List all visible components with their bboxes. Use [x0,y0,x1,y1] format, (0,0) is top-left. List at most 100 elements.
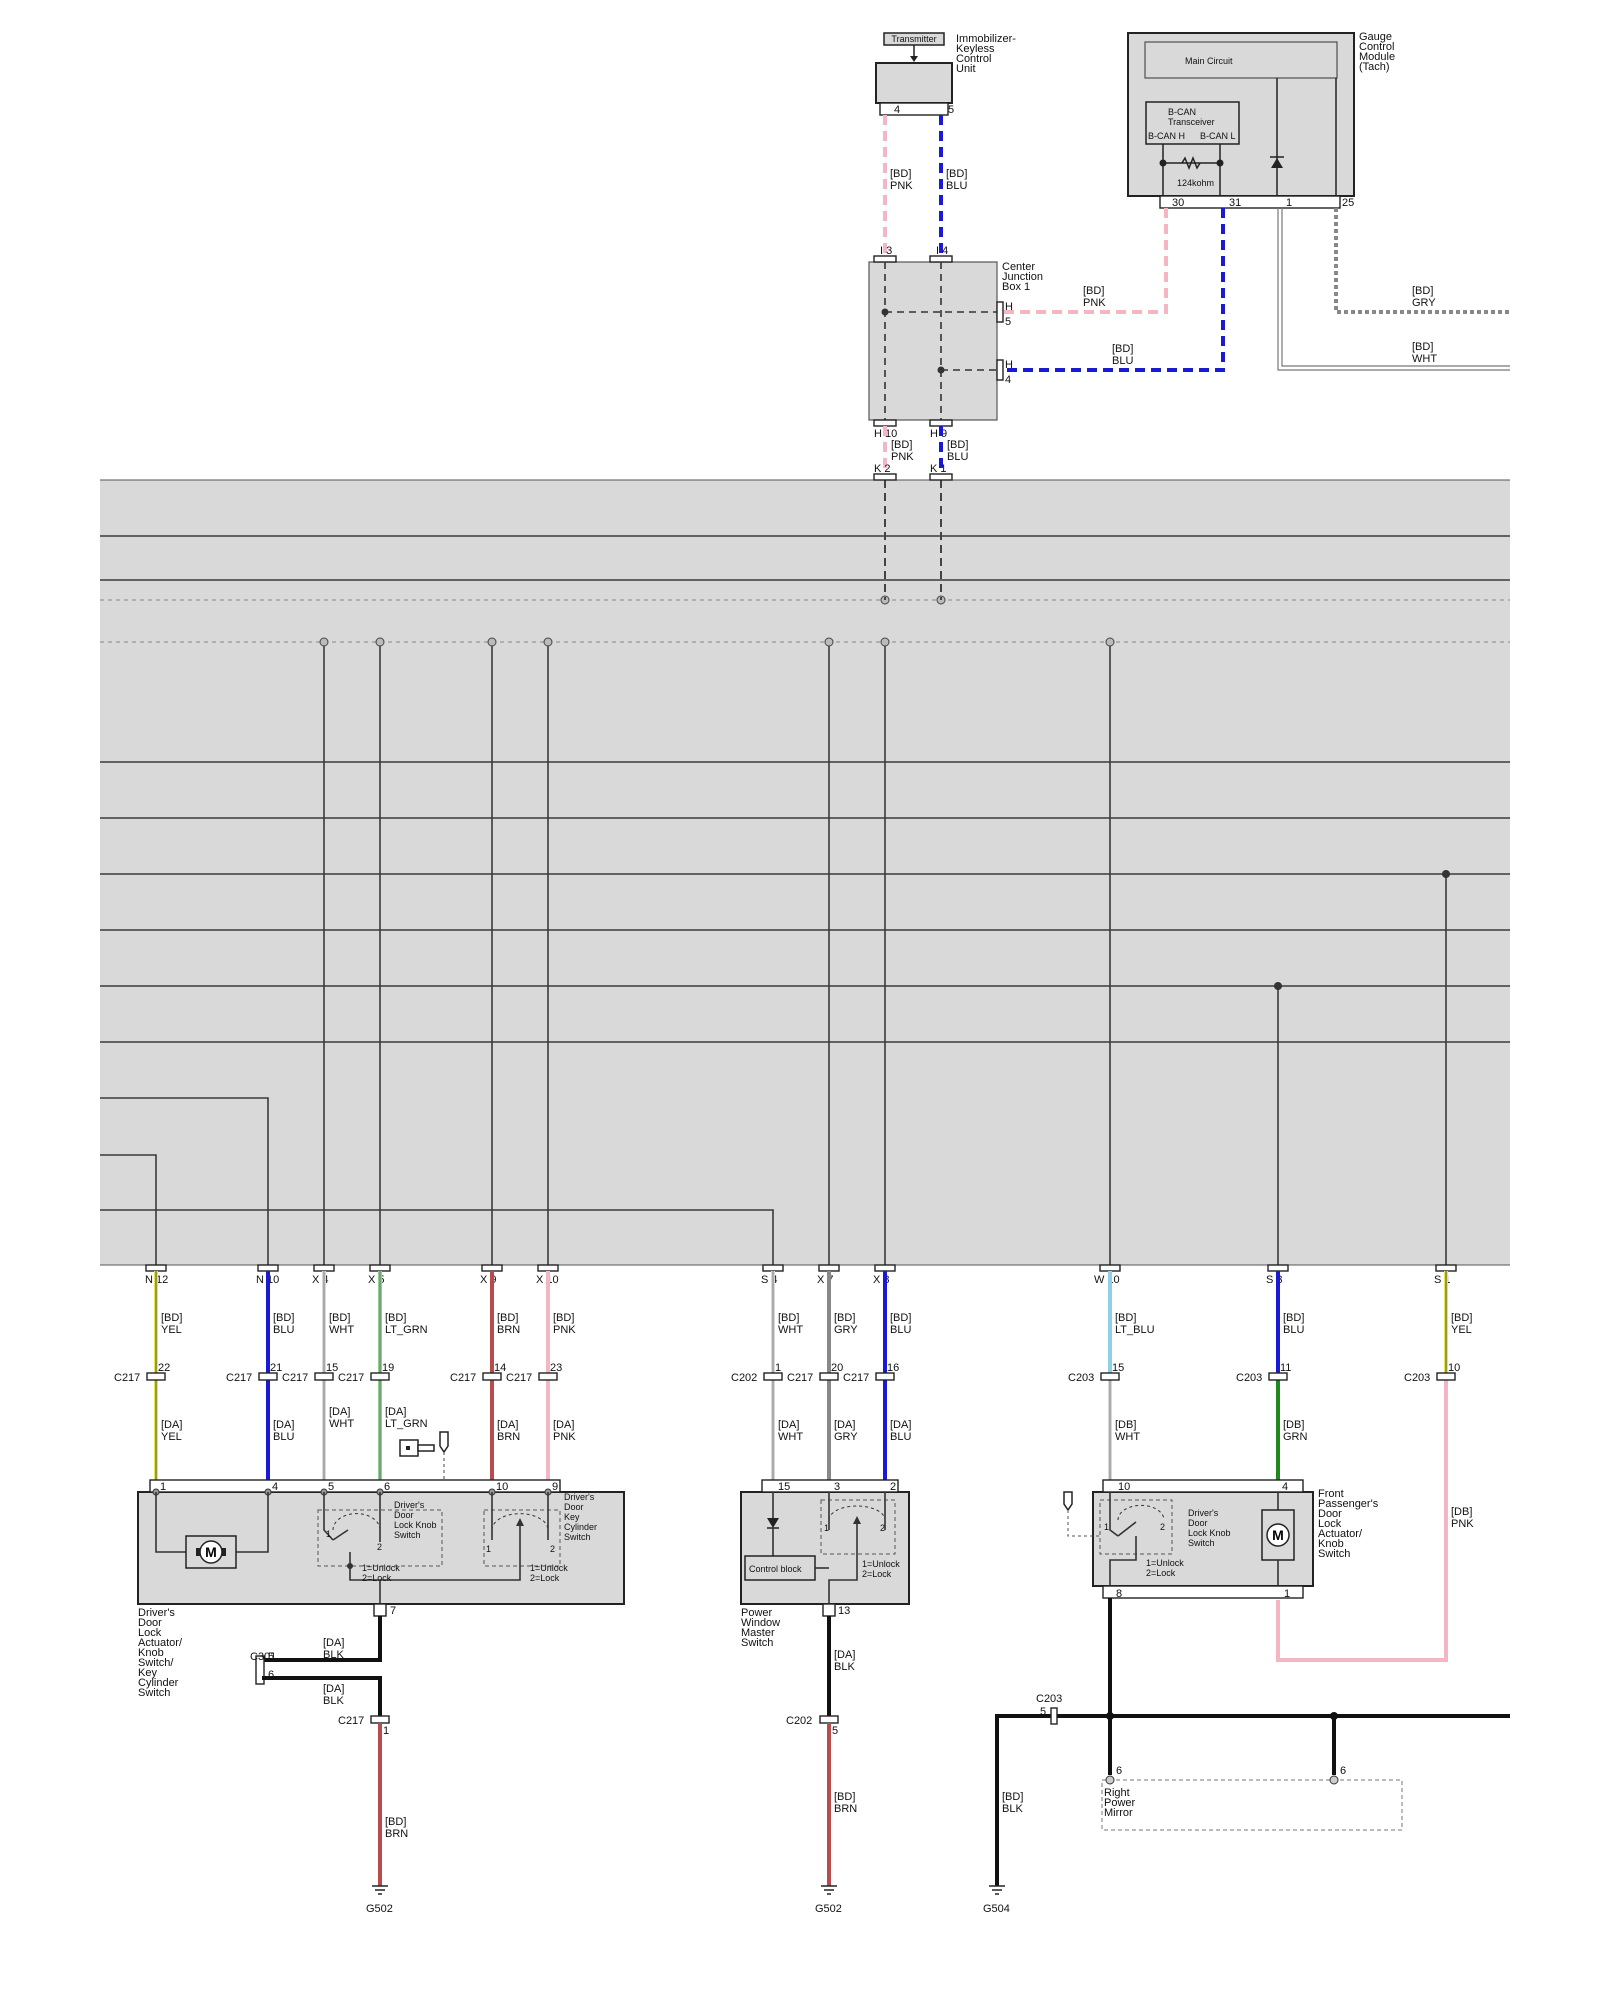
immobilizer-label-1: Immobilizer- [956,33,1016,45]
svg-text:22: 22 [158,1362,170,1374]
svg-text:[DA]: [DA] [385,1406,406,1418]
svg-text:2=Lock: 2=Lock [862,1569,892,1579]
svg-text:[BD]: [BD] [890,1312,911,1324]
svg-text:I 4: I 4 [936,245,948,257]
svg-text:19: 19 [382,1362,394,1374]
power-window-label: Power [741,1607,773,1619]
svg-text:[BD]: [BD] [1451,1312,1472,1324]
svg-text:Window: Window [741,1617,780,1629]
svg-text:S 4: S 4 [761,1274,778,1286]
svg-text:C217: C217 [226,1372,252,1384]
svg-text:Control block: Control block [749,1564,802,1574]
svg-text:15: 15 [778,1481,790,1493]
svg-text:[BD]: [BD] [1115,1312,1136,1324]
svg-text:2: 2 [880,1523,885,1533]
svg-text:YEL: YEL [1451,1324,1472,1336]
svg-text:Control: Control [1359,41,1394,53]
svg-text:1: 1 [486,1544,491,1554]
svg-text:I 3: I 3 [880,245,892,257]
svg-text:BLU: BLU [890,1324,911,1336]
svg-text:C301: C301 [250,1651,276,1663]
svg-text:W 10: W 10 [1094,1274,1120,1286]
svg-text:Actuator/: Actuator/ [1318,1528,1363,1540]
svg-text:B-CAN: B-CAN [1168,107,1196,117]
svg-text:C217: C217 [338,1715,364,1727]
svg-text:[DB]: [DB] [1115,1419,1136,1431]
svg-text:11: 11 [1280,1362,1291,1374]
svg-text:2: 2 [550,1544,555,1554]
svg-text:9: 9 [552,1481,558,1493]
svg-text:PNK: PNK [891,451,914,463]
svg-text:Mirror: Mirror [1104,1807,1133,1819]
svg-text:[BD]: [BD] [1412,341,1433,353]
svg-text:GRY: GRY [834,1324,858,1336]
svg-text:PNK: PNK [1083,297,1106,309]
svg-text:23: 23 [550,1362,562,1374]
svg-text:Knob: Knob [138,1647,164,1659]
svg-text:Switch: Switch [138,1687,170,1699]
svg-text:10: 10 [496,1481,508,1493]
svg-text:1=Unlock: 1=Unlock [862,1559,900,1569]
svg-text:X 7: X 7 [817,1274,834,1286]
svg-text:X 5: X 5 [368,1274,385,1286]
svg-text:[DA]: [DA] [553,1419,574,1431]
inline-connectors [146,1372,1456,1381]
passenger-knob-label: Driver's [1188,1508,1219,1518]
center-junction-box [868,261,998,421]
svg-text:Cylinder: Cylinder [138,1677,179,1689]
svg-text:K 2: K 2 [874,463,891,475]
svg-text:LT_GRN: LT_GRN [385,1418,428,1430]
svg-text:[DA]: [DA] [834,1649,855,1661]
svg-text:2: 2 [1160,1522,1165,1532]
svg-text:YEL: YEL [161,1324,182,1336]
svg-text:S 1: S 1 [1434,1274,1451,1286]
svg-text:BRN: BRN [385,1828,408,1840]
svg-text:[BD]: [BD] [1002,1791,1023,1803]
svg-text:[BD]: [BD] [778,1312,799,1324]
bcm-pins [145,1264,1457,1272]
svg-text:5: 5 [1040,1706,1046,1718]
driver-door-label: Driver's [138,1607,175,1619]
svg-text:[DA]: [DA] [273,1419,294,1431]
svg-text:[BD]: [BD] [947,439,968,451]
svg-text:1: 1 [326,1529,331,1539]
svg-text:[DA]: [DA] [497,1419,518,1431]
svg-text:Lock Knob: Lock Knob [394,1520,437,1530]
svg-text:Box 1: Box 1 [1002,281,1030,293]
svg-text:2=Lock: 2=Lock [530,1573,560,1583]
svg-text:Junction: Junction [1002,271,1043,283]
svg-text:16: 16 [887,1362,899,1374]
svg-text:124kohm: 124kohm [1177,178,1214,188]
svg-text:Door: Door [1188,1518,1208,1528]
svg-text:2: 2 [377,1542,382,1552]
svg-text:B-CAN H: B-CAN H [1148,131,1185,141]
svg-text:5: 5 [268,1651,274,1663]
svg-text:[DA]: [DA] [161,1419,182,1431]
svg-text:C217: C217 [338,1372,364,1384]
svg-text:6: 6 [268,1669,274,1681]
gauge-label: Gauge [1359,31,1392,43]
svg-text:(Tach): (Tach) [1359,61,1390,73]
svg-text:WHT: WHT [329,1324,354,1336]
svg-text:[BD]: [BD] [161,1312,182,1324]
svg-text:C202: C202 [786,1715,812,1727]
svg-text:Key: Key [564,1512,580,1522]
svg-text:BRN: BRN [834,1803,857,1815]
svg-text:[BD]: [BD] [1412,285,1433,297]
svg-text:H: H [1005,301,1013,313]
module-band [100,480,1510,1265]
svg-text:13: 13 [838,1605,850,1617]
svg-text:C217: C217 [506,1372,532,1384]
right-mirror-label: Right [1104,1787,1130,1799]
svg-text:5: 5 [328,1481,334,1493]
svg-text:4: 4 [1282,1481,1288,1493]
svg-text:[BD]: [BD] [946,168,967,180]
svg-text:21: 21 [270,1362,282,1374]
driver-key-label: Driver's [564,1492,595,1502]
lock-knob-icon-driver [439,1431,449,1480]
svg-text:[DA]: [DA] [329,1406,350,1418]
svg-text:2=Lock: 2=Lock [1146,1568,1176,1578]
svg-text:[BD]: [BD] [273,1312,294,1324]
svg-text:C217: C217 [843,1372,869,1384]
